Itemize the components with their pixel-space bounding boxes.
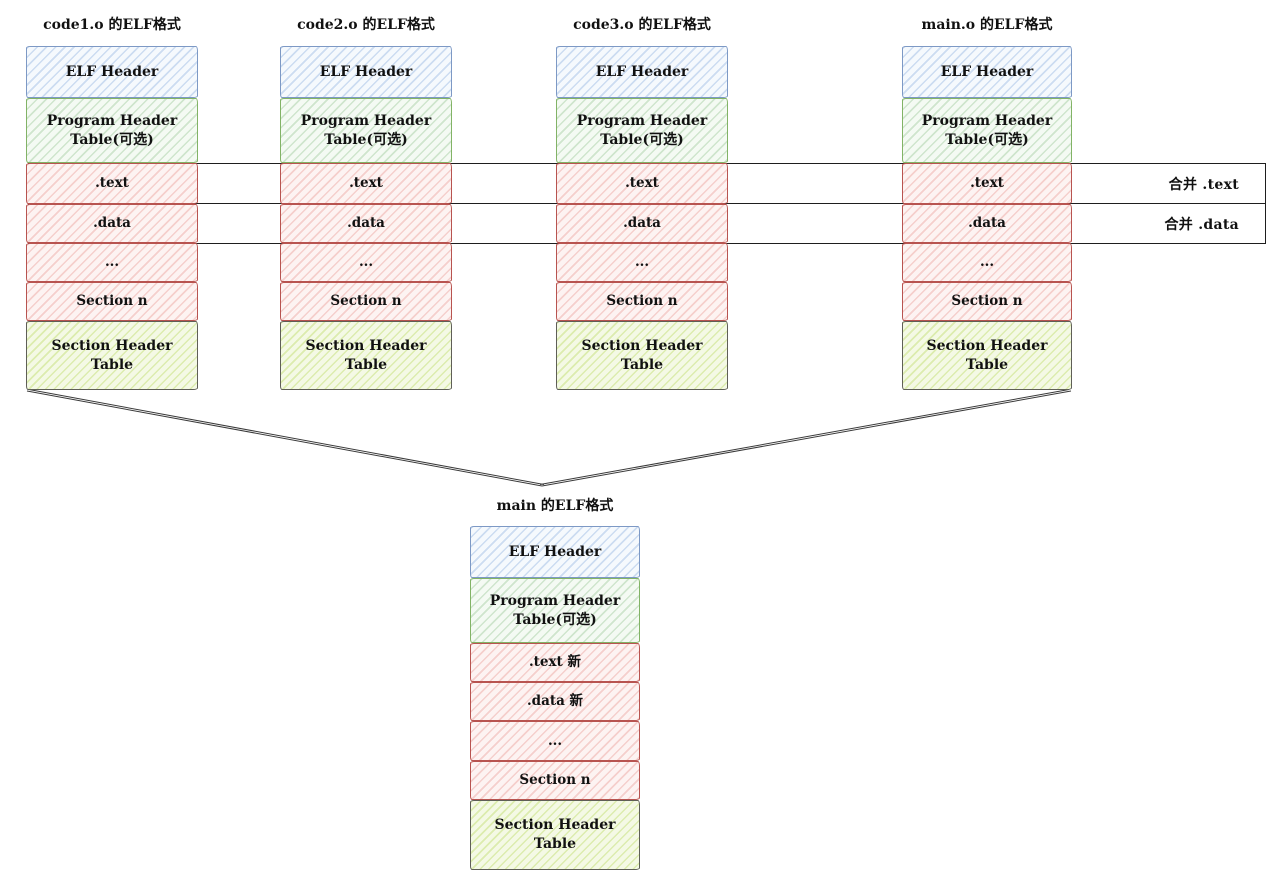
row-section: .data (280, 204, 452, 243)
row-section-header-table: Section Header Table (26, 321, 198, 390)
row-elf-header: ELF Header (26, 46, 198, 98)
row-section-header-table: Section Header Table (902, 321, 1072, 390)
row-section: .data (902, 204, 1072, 243)
row-section: .data (26, 204, 198, 243)
row-section-header-table: Section Header Table (556, 321, 728, 390)
column-title: code1.o 的ELF格式 (43, 17, 181, 33)
column-title: code3.o 的ELF格式 (573, 17, 711, 33)
row-section: Section n (902, 282, 1072, 321)
row-section: .text (902, 163, 1072, 204)
row-program-header-table: Program Header Table(可选) (280, 98, 452, 163)
row-section: .data (556, 204, 728, 243)
row-section: ... (556, 243, 728, 282)
row-section: ... (26, 243, 198, 282)
row-elf-header: ELF Header (470, 526, 640, 578)
column-title: code2.o 的ELF格式 (297, 17, 435, 33)
row-section: Section n (556, 282, 728, 321)
row-section: .text 新 (470, 643, 640, 682)
merge-line-left (26, 389, 545, 487)
row-program-header-table: Program Header Table(可选) (902, 98, 1072, 163)
column-title: main 的ELF格式 (496, 498, 614, 514)
row-elf-header: ELF Header (902, 46, 1072, 98)
row-section: .data 新 (470, 682, 640, 721)
row-program-header-table: Program Header Table(可选) (556, 98, 728, 163)
row-section: .text (26, 163, 198, 204)
row-section: ... (470, 721, 640, 761)
row-program-header-table: Program Header Table(可选) (26, 98, 198, 163)
merge-line-right (539, 389, 1072, 487)
row-section: .text (280, 163, 452, 204)
row-program-header-table: Program Header Table(可选) (470, 578, 640, 643)
column-title: main.o 的ELF格式 (921, 17, 1053, 33)
row-section-header-table: Section Header Table (470, 800, 640, 870)
row-elf-header: ELF Header (556, 46, 728, 98)
merge-data-label: 合并 .data (1164, 216, 1239, 233)
row-section: Section n (280, 282, 452, 321)
row-elf-header: ELF Header (280, 46, 452, 98)
row-section: Section n (26, 282, 198, 321)
row-section: Section n (470, 761, 640, 800)
merge-text-label: 合并 .text (1168, 176, 1239, 193)
row-section: ... (280, 243, 452, 282)
row-section-header-table: Section Header Table (280, 321, 452, 390)
row-section: .text (556, 163, 728, 204)
row-section: ... (902, 243, 1072, 282)
